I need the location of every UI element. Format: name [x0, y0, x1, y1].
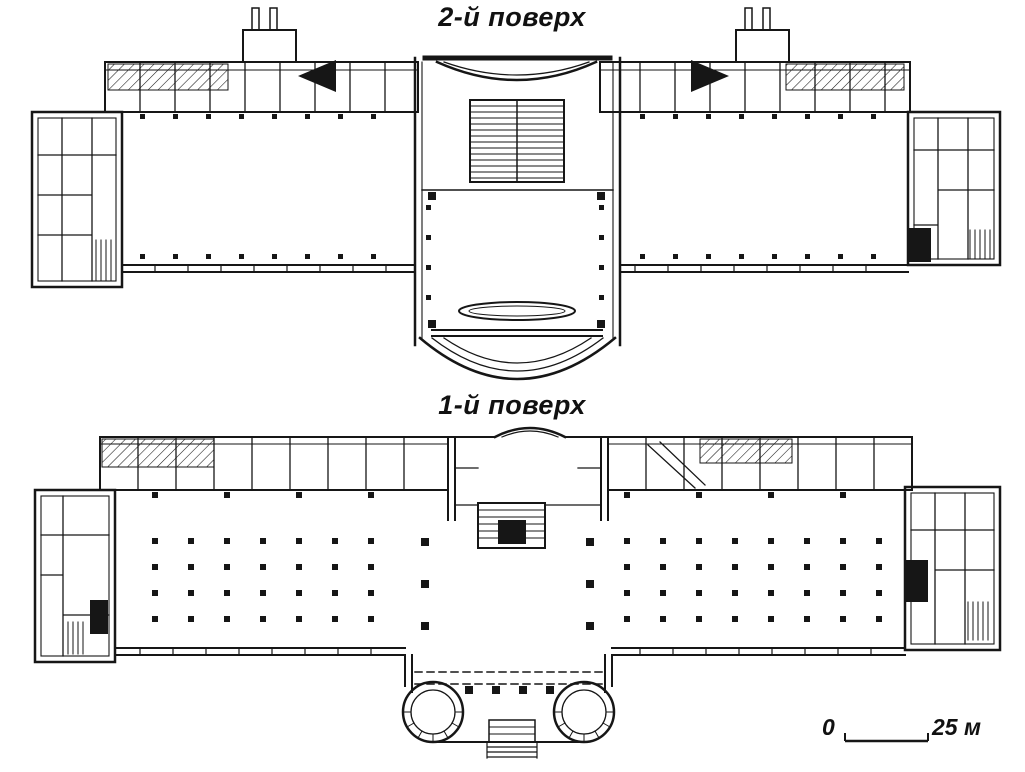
central-hall — [413, 55, 622, 381]
floor1-title: 1-й поверх — [438, 390, 586, 420]
roof-projection-left — [242, 7, 297, 63]
stair-tower-right — [552, 680, 616, 744]
floor-plan-1 — [33, 426, 1002, 759]
stair-tower-left — [401, 680, 465, 744]
grand-staircase — [469, 99, 565, 183]
scale-zero-label: 0 — [822, 714, 835, 740]
scale-bar-line — [844, 733, 929, 743]
end-pavilion-left — [30, 110, 124, 289]
scale-length-label: 25 м — [932, 714, 981, 740]
end-block-left — [33, 488, 117, 664]
end-block-right — [903, 485, 1002, 652]
column-grid — [151, 491, 883, 631]
floor2-title: 2-й поверх — [438, 2, 586, 32]
roof-projection-right — [735, 7, 790, 63]
garden-porch — [401, 654, 616, 759]
vestibule — [447, 426, 609, 549]
entrance-arrow-right — [691, 60, 729, 92]
floor-plan-2 — [30, 7, 1002, 381]
main-staircase — [477, 502, 546, 549]
entrance-arrow-left — [298, 60, 336, 92]
end-pavilion-right — [906, 110, 1002, 267]
